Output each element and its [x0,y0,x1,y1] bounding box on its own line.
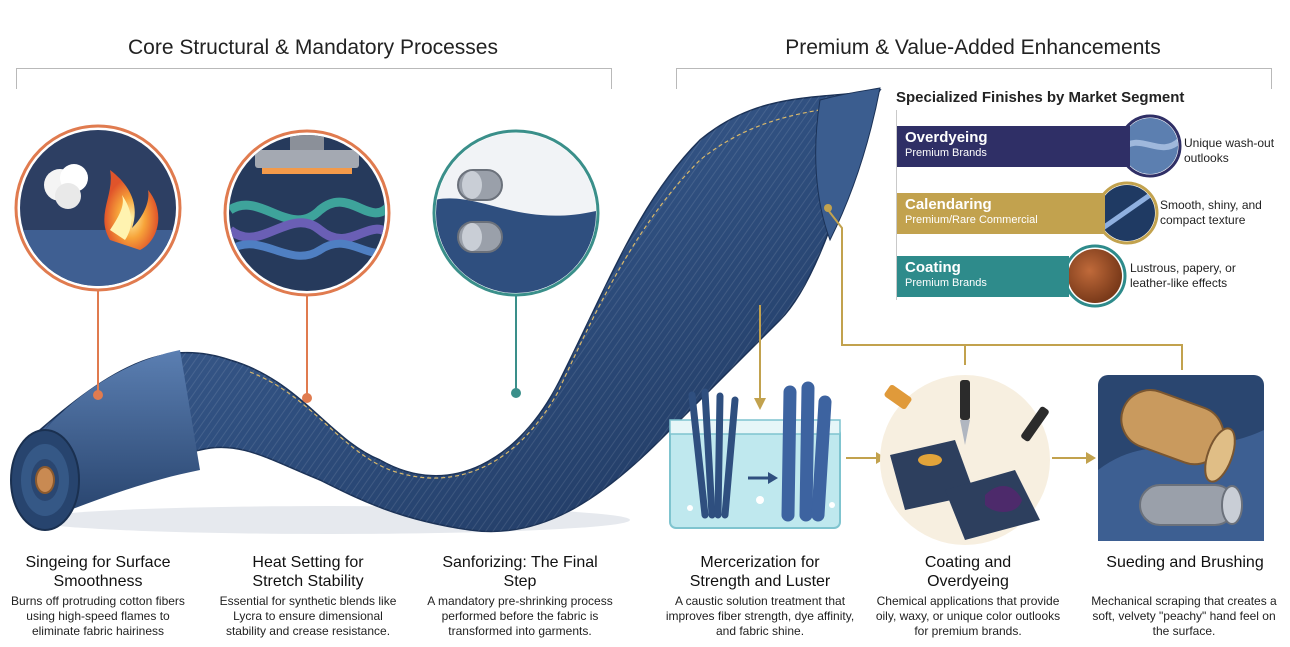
legend-effect-overdyeing: Unique wash-out outlooks [1184,136,1275,165]
step-title-mercerization: Mercerization for Strength and Luster [689,554,831,590]
step-title-heat-setting: Heat Setting for Stretch Stability [252,554,364,590]
legend-name-overdyeing: Overdyeing [905,129,988,146]
step-desc-mercerization: A caustic solution treatment that improv… [665,594,855,638]
legend-effect-coating: Lustrous, papery, or leather-like effect… [1130,261,1236,290]
mercerization-illustration [669,381,841,529]
legend-segment-overdyeing: Premium Brands [905,147,987,159]
legend-name-calendaring: Calendaring [905,196,992,213]
right-section-bracket [676,68,1272,89]
step-desc-sanforizing: A mandatory pre-shrinking process perfor… [427,594,613,638]
legend-band-overdyeing: Overdyeing Premium Brands [897,126,1130,167]
step-title-coating: Coating and Overdyeing [924,554,1012,590]
sueding-illustration [1098,375,1264,541]
left-section-heading: Core Structural & Mandatory Processes [128,36,498,59]
legend-effect-calendaring: Smooth, shiny, and compact texture [1160,198,1262,227]
left-section-bracket [16,68,612,89]
gold-connectors [759,209,1183,459]
legend-segment-coating: Premium Brands [905,277,987,289]
step-desc-heat-setting: Essential for synthetic blends like Lycr… [219,594,397,638]
legend-name-coating: Coating [905,259,961,276]
legend-segment-calendaring: Premium/Rare Commercial [905,214,1038,226]
step-desc-sueding: Mechanical scraping that creates a soft,… [1091,594,1277,638]
coating-illustration [880,375,1050,545]
legend-band-coating: Coating Premium Brands [897,256,1069,297]
step-desc-singeing: Burns off protruding cotton fibers using… [11,594,185,638]
legend-swatches [1063,114,1182,308]
legend-divider [896,110,897,300]
step-title-sueding: Sueding and Brushing [1106,554,1264,571]
legend-band-calendaring: Calendaring Premium/Rare Commercial [897,193,1105,234]
sanforizing-illustration [432,129,600,398]
step-title-singeing: Singeing for Surface Smoothness [25,554,171,590]
heat-setting-illustration [223,129,391,403]
right-section-heading: Premium & Value-Added Enhancements [785,36,1161,59]
step-desc-coating: Chemical applications that provide oily,… [875,594,1061,638]
step-title-sanforizing: Sanforizing: The Final Step [442,554,598,590]
legend-title: Specialized Finishes by Market Segment [896,89,1185,106]
fabric-roll [10,350,200,531]
